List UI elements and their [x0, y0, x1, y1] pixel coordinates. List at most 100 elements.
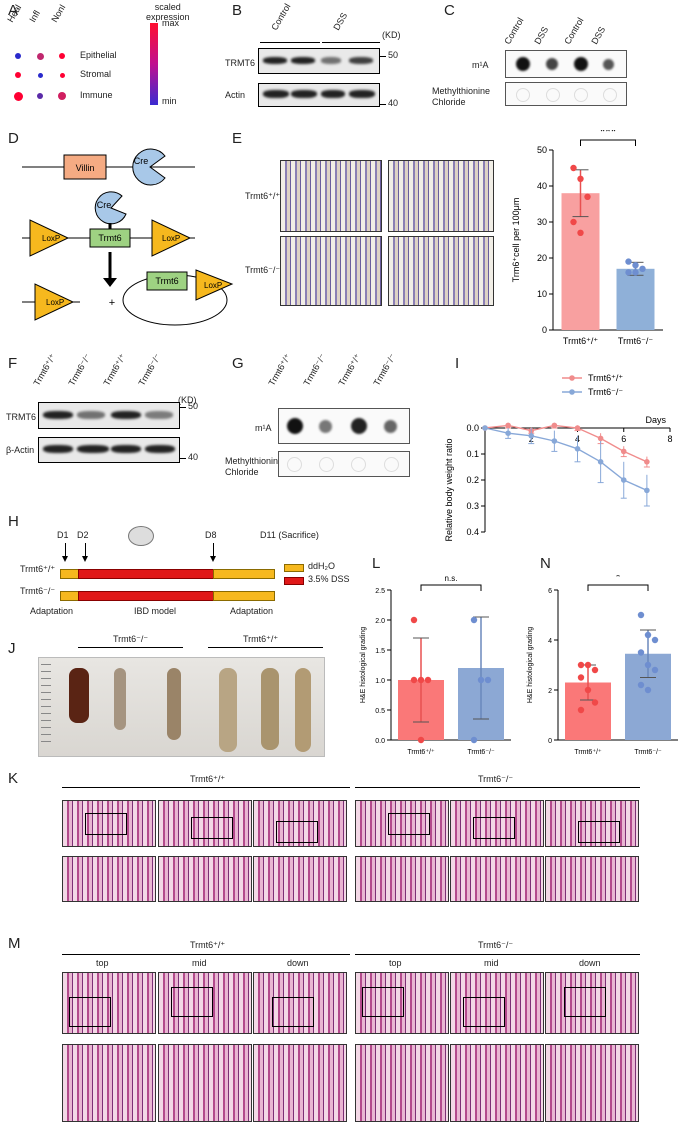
x-tick-label: Trmt6⁺/⁺: [574, 749, 602, 756]
a-dot: [15, 53, 21, 59]
b-tick: [380, 104, 386, 105]
c-dot: [516, 57, 530, 71]
k-zoom-box: [191, 817, 233, 839]
x-tick-label: Trmt6⁺/⁺: [563, 336, 598, 346]
h-phase-label: Adaptation: [230, 606, 274, 616]
panel-label-j: J: [8, 640, 16, 657]
data-point: [644, 661, 652, 669]
j-ruler-tick: [41, 678, 51, 679]
c-lane-label: Control: [502, 15, 526, 47]
j-ruler-tick: [41, 671, 51, 672]
g-blot-m1a: [278, 408, 410, 444]
b-unit: (KD): [382, 30, 401, 40]
chart-l-bar: 0.00.51.01.52.02.5H&E histological gradi…: [360, 575, 511, 756]
g-lane-label: Trmt6⁺/⁺: [266, 352, 293, 388]
y-tick-label: 2: [548, 688, 552, 695]
f-band: [145, 445, 175, 453]
a-col-label: Heal: [5, 2, 24, 25]
chart-i-line: 0.00.10.20.30.42468DaysRelative body wei…: [444, 373, 673, 542]
b-band: [291, 90, 317, 98]
data-point: [584, 193, 591, 200]
trmt6-label: Trmt6: [98, 233, 121, 243]
x-tick-label: 6: [621, 434, 626, 444]
y-tick-label: 0.4: [466, 527, 479, 537]
legend-marker: [569, 389, 575, 395]
loxp-label-left: LoxP: [42, 234, 60, 243]
panel-k-he-images: [0, 795, 685, 905]
m-zoom-box: [564, 987, 606, 1017]
c-dot: [603, 58, 614, 70]
f-tick: [180, 407, 186, 408]
k-zoom-box: [276, 821, 318, 843]
data-point: [574, 446, 581, 452]
a-dot: [58, 92, 66, 100]
h-legend-label: 3.5% DSS: [308, 574, 350, 584]
significance-bracket: [587, 584, 649, 591]
k-zoom-box: [473, 817, 515, 839]
h-phase-label: Adaptation: [30, 606, 74, 616]
f-row-label: β-Actin: [6, 445, 35, 455]
j-ruler-tick: [41, 720, 51, 721]
b-group-bar: [260, 42, 320, 43]
data-point: [410, 676, 418, 684]
f-marker: 50: [188, 401, 199, 411]
y-tick-label: 2.0: [375, 618, 385, 625]
k-group-label-ko: Trmt6⁻/⁻: [478, 774, 514, 784]
b-blot-actin: [258, 83, 380, 107]
b-row-label: TRMT6: [225, 58, 255, 68]
k-zoom-box: [388, 813, 430, 835]
y-tick-label: 50: [537, 145, 547, 155]
y-axis-label: Trm6⁺cell per 100μm: [511, 198, 521, 283]
b-tick: [380, 56, 386, 57]
b-band: [263, 90, 289, 98]
a-legend-max: max: [162, 18, 180, 28]
h-row-label: Trmt6⁺/⁺: [20, 564, 56, 574]
m-zoom-box: [171, 987, 213, 1017]
m-zoom-box: [272, 997, 314, 1027]
a-dot: [37, 93, 43, 99]
panel-label-i: I: [455, 355, 460, 372]
data-point: [410, 616, 418, 624]
data-point: [651, 636, 659, 644]
c-lane-label: Control: [562, 15, 586, 47]
m-overview-image: [450, 972, 544, 1034]
data-point: [597, 435, 604, 442]
villin-box: [63, 154, 107, 180]
k-group-label-wt: Trmt6⁺/⁺: [190, 774, 226, 784]
data-point: [470, 736, 478, 744]
data-point: [644, 631, 652, 639]
a-col-label: Infl: [27, 8, 43, 24]
k-zoom-image: [545, 856, 639, 902]
plus-sign: +: [109, 297, 115, 309]
k-zoom-image: [253, 856, 347, 902]
significance-label: n.s.: [445, 575, 458, 583]
data-point: [470, 616, 478, 624]
y-tick-label: 0.2: [466, 475, 479, 485]
loxp-triangle-bottom: [34, 283, 75, 321]
f-row-label: TRMT6: [6, 412, 36, 422]
data-point: [625, 258, 632, 265]
m-group-label-wt: Trmt6⁺/⁺: [190, 940, 226, 950]
data-point: [591, 666, 599, 674]
panel-label-g: G: [232, 355, 244, 372]
b-marker: 50: [388, 50, 399, 60]
e-row-label-wt: Trmt6⁺/⁺: [245, 191, 281, 201]
significance-label: *: [615, 575, 620, 584]
j-ruler-tick: [41, 741, 51, 742]
significance-bracket: [420, 584, 482, 591]
k-overview-image: [62, 800, 156, 847]
a-color-scale: [150, 23, 158, 105]
j-colon: [295, 668, 311, 752]
b-band: [349, 90, 375, 98]
x-tick-label: Trmt6⁻/⁻: [618, 336, 653, 346]
m-overview-image: [355, 972, 449, 1034]
f-lane-label: Trmt6⁺/⁺: [101, 352, 128, 388]
h-row-label: Trmt6⁻/⁻: [20, 586, 56, 596]
k-zoom-image: [62, 856, 156, 902]
y-tick-label: 0.1: [466, 449, 479, 459]
data-point: [620, 448, 627, 455]
j-group-label-wt: Trmt6⁺/⁺: [243, 634, 279, 644]
data-point: [625, 269, 632, 276]
c-dot-faint: [546, 88, 560, 102]
y-axis-label: H&E histological grading: [527, 627, 534, 703]
